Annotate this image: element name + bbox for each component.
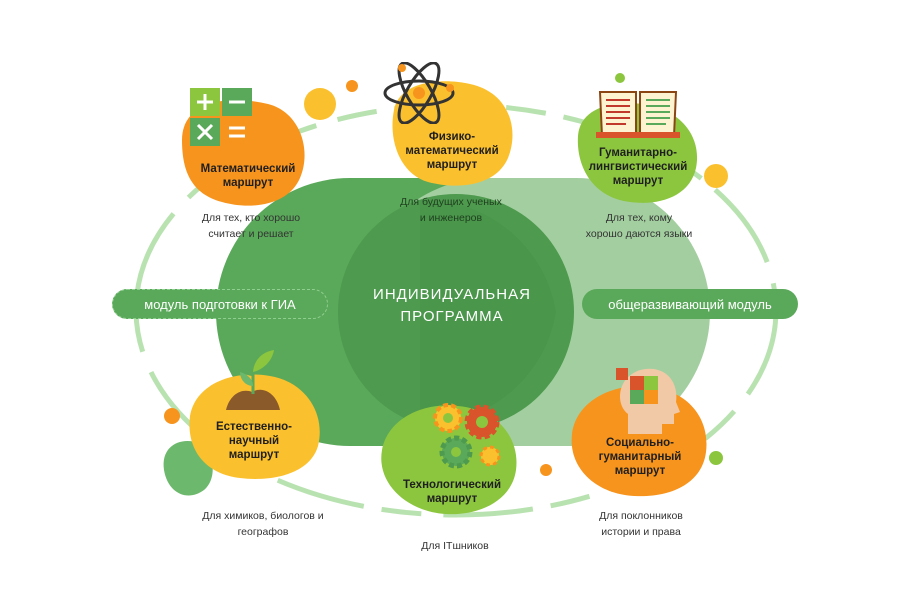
humanities-route-description: Для тех, кому хорошо даются языки [585,212,693,240]
math-route-title: Математический маршрут [200,163,296,189]
tech-route-title: Технологический маршрут [402,479,502,505]
overlap-shade [420,199,556,425]
sprout-icon [226,350,280,410]
social-route-title: Социально- гуманитарный маршрут [598,437,682,477]
physmath-route-description: Для будущих ученых и инженеров [400,196,502,224]
decor-dot [704,164,728,188]
center-title: ИНДИВИДУАЛЬНАЯ ПРОГРАММА [340,284,564,328]
science-blob [189,374,320,479]
physmath-route-title: Физико- математический маршрут [405,131,499,171]
decor-dot [540,464,552,476]
center-circle [338,194,574,430]
head-puzzle-icon [616,368,680,434]
decor-dot [346,80,358,92]
module-pill-left: модуль подготовки к ГИА [112,289,328,319]
tech-route-description: Для ITшников [421,540,489,552]
science-route-title: Естественно- научный маршрут [215,421,293,461]
decor-dot [304,88,336,120]
math-route-description: Для тех, кто хорошо считает и решает [201,212,301,240]
gears-icon [433,403,501,469]
humanities-route-title: Гуманитарно- лингвистический маршрут [588,147,688,187]
center-title-line2: ПРОГРАММА [400,308,504,325]
atom-icon [383,62,455,124]
decor-dot [164,408,180,424]
social-route-description: Для поклонников истории и права [599,510,683,538]
module-pill-right: общеразвивающий модуль [582,289,798,319]
science-route-description: Для химиков, биологов и географов [202,510,324,538]
calculator-icon [190,88,252,146]
decor-dot [709,451,723,465]
center-title-line1: ИНДИВИДУАЛЬНАЯ [373,286,531,303]
book-icon [596,91,680,138]
decor-dot [615,73,625,83]
